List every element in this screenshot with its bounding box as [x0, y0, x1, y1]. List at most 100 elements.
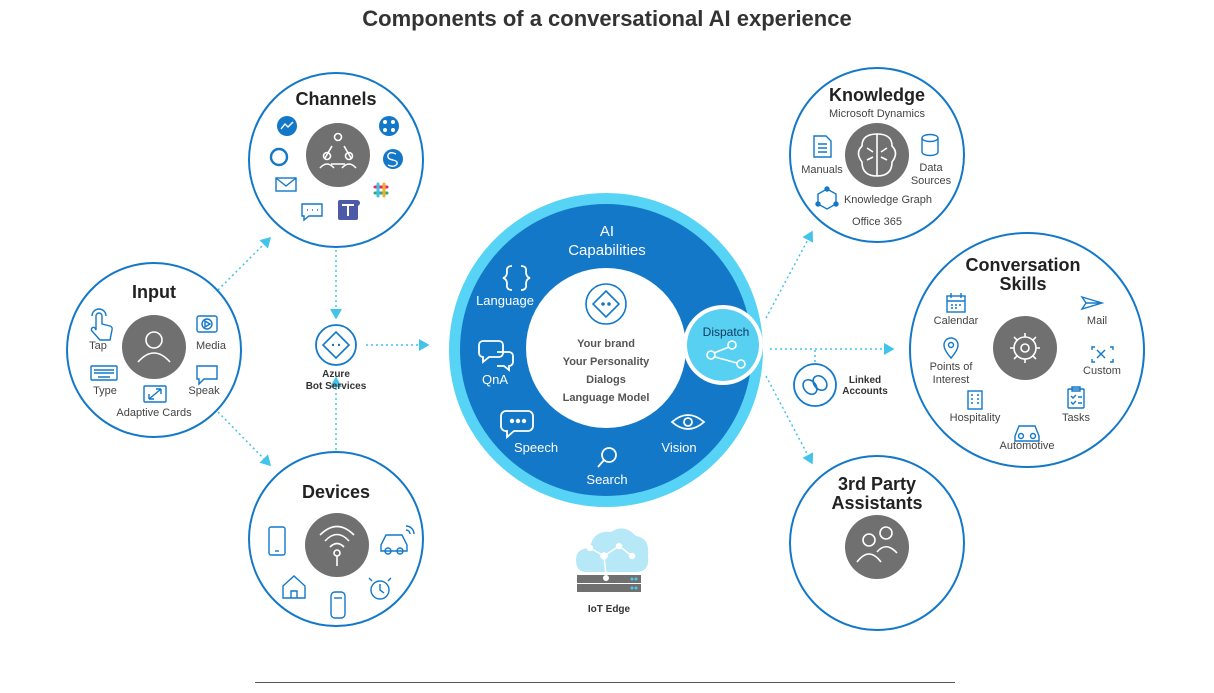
- linked-accounts-node: [793, 363, 837, 407]
- type-label: Type: [93, 385, 117, 397]
- gear-icon: [1010, 333, 1040, 363]
- linked-label-1: Linked: [848, 375, 882, 386]
- dispatch-node: [683, 305, 763, 385]
- email-icon: [275, 177, 297, 192]
- dialogs-text: Dialogs: [586, 374, 626, 386]
- calendar-icon: [946, 293, 966, 313]
- smart-speaker-icon: [330, 591, 346, 619]
- cortana-ring-icon: [269, 147, 289, 167]
- personality-text: Your Personality: [562, 356, 650, 368]
- skills-hub: [993, 316, 1057, 380]
- custom-label: Custom: [1083, 365, 1121, 377]
- skills-title-line1: Conversation: [965, 255, 1081, 275]
- points-label-2: Interest: [932, 374, 970, 386]
- mail-label: Mail: [1086, 315, 1108, 327]
- sms-bubble-icon: [301, 203, 323, 222]
- sources-label: Sources: [910, 175, 952, 187]
- messenger-icon: [277, 116, 297, 136]
- vision-label: Vision: [661, 440, 697, 455]
- teams-icon: [338, 200, 360, 220]
- share-icon: [706, 340, 746, 369]
- phone-icon: [268, 526, 286, 556]
- page-title: Components of a conversational AI experi…: [362, 6, 852, 31]
- brand-text: Your brand: [577, 338, 635, 350]
- brain-icon: [857, 133, 897, 177]
- hotel-building-icon: [967, 390, 983, 410]
- speak-bubble-icon: [196, 365, 218, 386]
- hub-glyphs: [137, 132, 1040, 566]
- eye-icon: [670, 414, 706, 430]
- third-party-title-line2: Assistants: [831, 493, 923, 513]
- people-network-icon: [319, 132, 357, 169]
- third-party-hub: [845, 515, 909, 579]
- ai-ring-icons: [478, 265, 706, 468]
- points-label-1: Points of: [929, 361, 973, 373]
- database-icon: [921, 133, 939, 157]
- location-pin-icon: [943, 337, 959, 360]
- connectors: [217, 230, 895, 467]
- speak-label: Speak: [188, 385, 220, 397]
- azure-bot-label-2: Bot Services: [305, 381, 367, 392]
- input-title: Input: [132, 282, 176, 302]
- devices-hub: [305, 513, 369, 577]
- connector-input-channels: [217, 236, 272, 291]
- automotive-label: Automotive: [999, 440, 1055, 452]
- tap-label: Tap: [89, 340, 107, 352]
- assistants-people-icon: [856, 526, 898, 563]
- ai-title-line1: AI: [599, 223, 615, 240]
- keyboard-icon: [90, 365, 118, 381]
- adaptive-cards-label: Adaptive Cards: [116, 407, 192, 419]
- skype-icon: [383, 149, 403, 169]
- search-magnifier-icon: [597, 447, 617, 468]
- dynamics-label: Microsoft Dynamics: [829, 108, 925, 120]
- qna-label: QnA: [481, 372, 509, 387]
- media-play-icon: [196, 315, 218, 333]
- input-hub: [122, 315, 186, 379]
- hubs: [122, 123, 1057, 579]
- tasks-checklist-icon: [1067, 386, 1085, 409]
- alarm-clock-icon: [368, 577, 392, 600]
- connector-input-devices: [217, 411, 272, 467]
- language-model-text: Language Model: [562, 392, 650, 404]
- person-icon: [137, 331, 171, 363]
- office-label: Office 365: [852, 216, 902, 228]
- data-label: Data: [919, 162, 943, 174]
- manuals-label: Manuals: [801, 164, 843, 176]
- code-diamond-icon: [585, 283, 627, 325]
- connector-dispatch-3rd-party: [765, 375, 814, 465]
- dispatch-label: Dispatch: [702, 325, 750, 339]
- azure-bot-label-1: Azure: [322, 369, 350, 380]
- braces-icon: [502, 265, 531, 291]
- media-label: Media: [196, 340, 226, 352]
- custom-expand-icon: [1091, 346, 1114, 363]
- azure-bot-node: [315, 324, 357, 366]
- wifi-icon: [319, 525, 355, 566]
- knowledge-graph-icon: [815, 186, 839, 210]
- calendar-label: Calendar: [933, 315, 979, 327]
- iot-edge-graphic: [576, 528, 649, 592]
- ai-center-text: Your brand Your Personality Dialogs Lang…: [563, 335, 650, 407]
- tasks-label: Tasks: [1061, 412, 1091, 424]
- search-label: Search: [586, 472, 628, 487]
- automotive-car-icon: [1014, 425, 1040, 442]
- knowledge-title: Knowledge: [828, 85, 926, 105]
- connector-dispatch-knowledge: [765, 230, 814, 319]
- hospitality-label: Hospitality: [949, 412, 1001, 424]
- home-icon: [282, 575, 306, 599]
- ai-title-line2: Capabilities: [568, 242, 646, 259]
- adaptive-cards-icon: [143, 385, 167, 403]
- bottom-divider: [255, 682, 955, 683]
- channels-title: Channels: [295, 89, 377, 109]
- channels-hub: [306, 123, 370, 187]
- slack-icon: [373, 182, 389, 198]
- blue-icons: [90, 116, 1114, 619]
- speech-bubble-icon: [500, 410, 534, 439]
- linked-label-2: Accounts: [842, 386, 888, 397]
- mail-send-icon: [1080, 295, 1105, 311]
- devices-title: Devices: [301, 482, 371, 502]
- link-icon: [802, 374, 828, 396]
- knowledge-graph-label: Knowledge Graph: [843, 194, 933, 206]
- iot-edge-label: IoT Edge: [587, 604, 631, 615]
